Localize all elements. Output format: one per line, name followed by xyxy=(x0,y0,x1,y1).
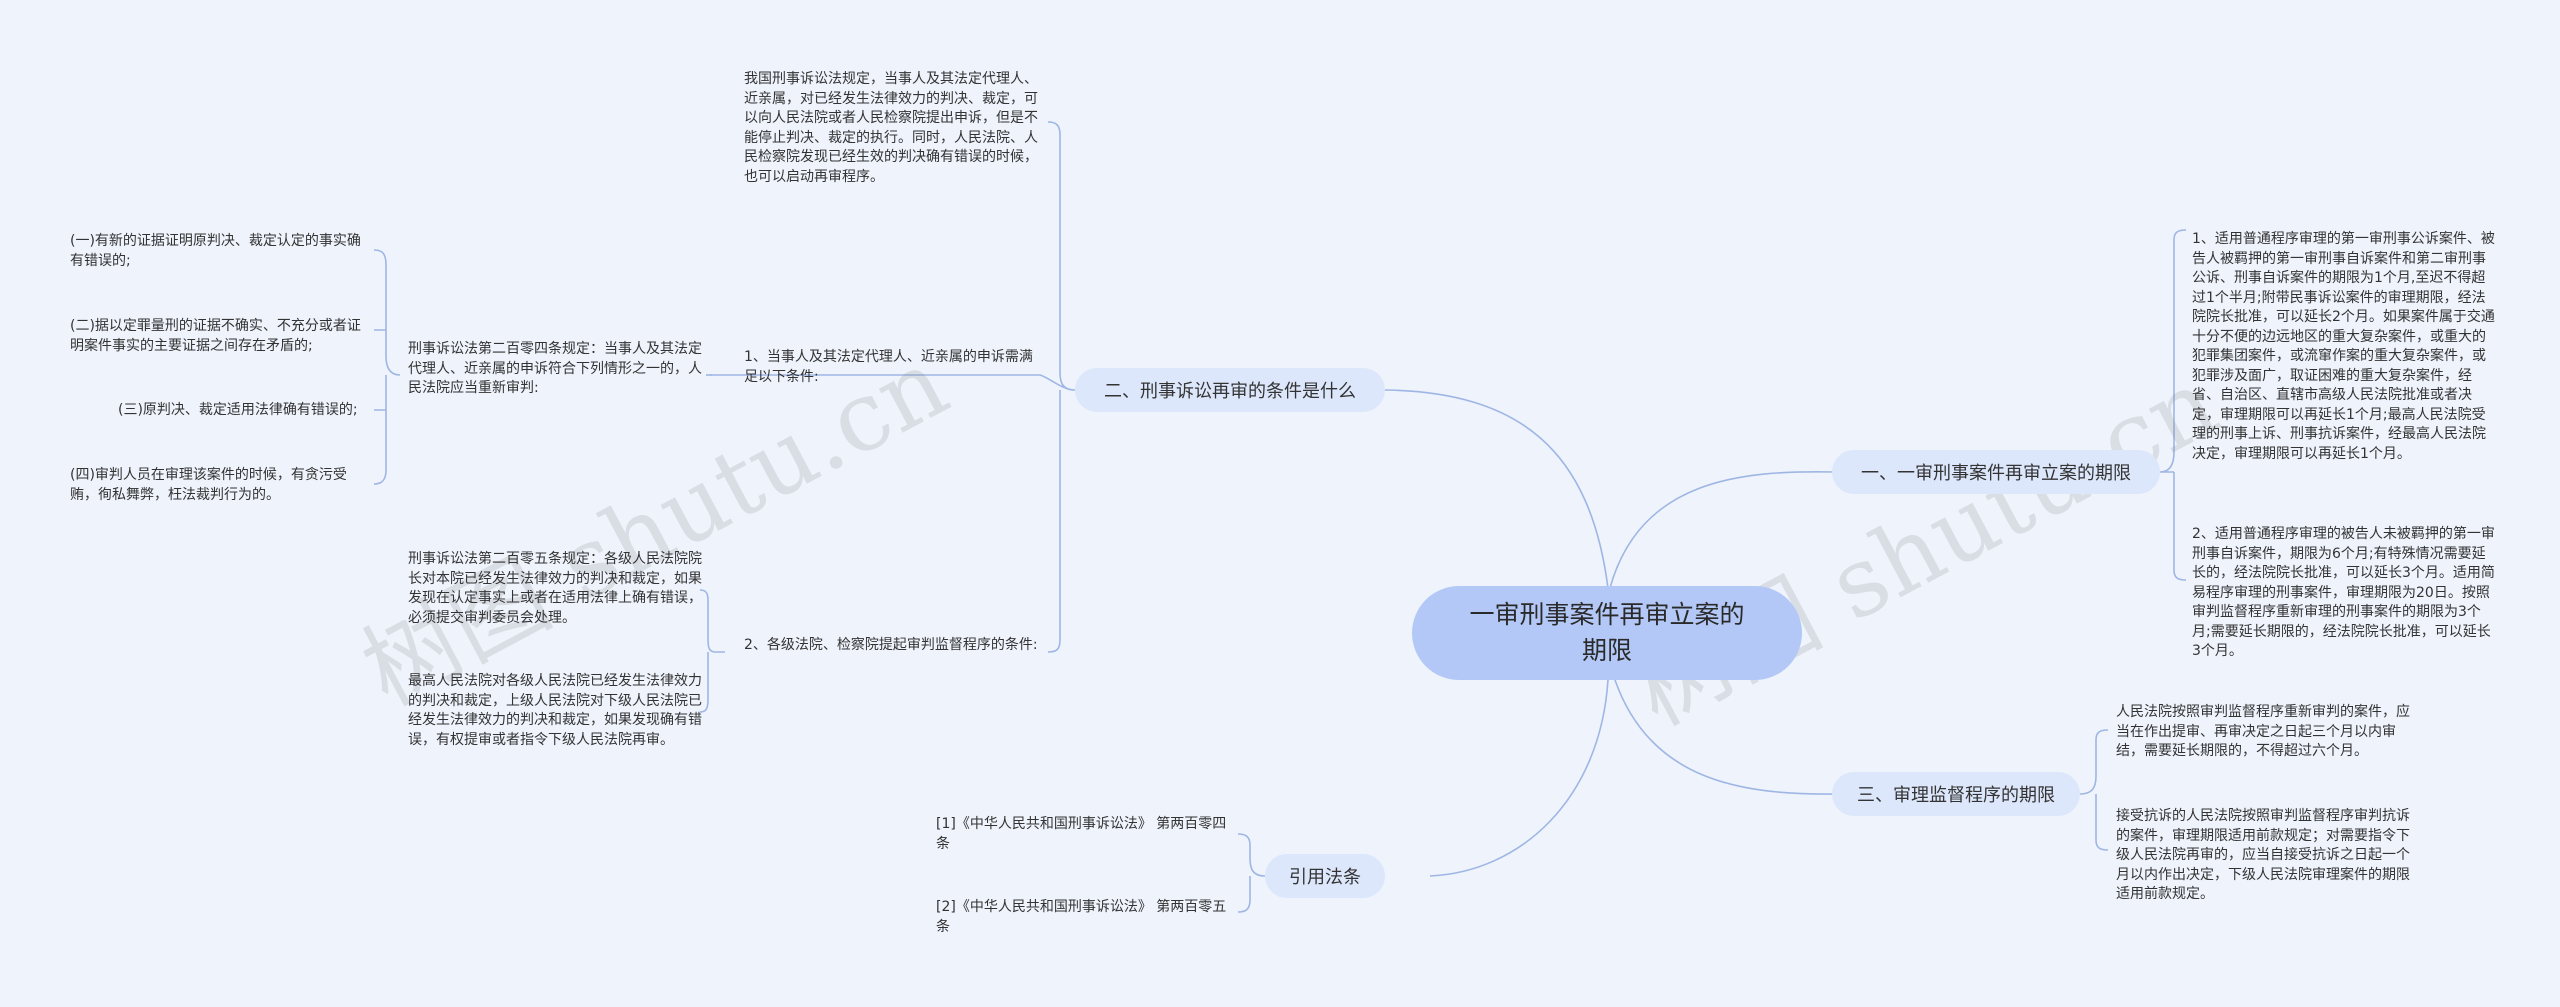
root-title: 一审刑事案件再审立案的期限 xyxy=(1469,600,1745,665)
b2-item-3[interactable]: (三)原判决、裁定适用法律确有错误的; xyxy=(118,402,358,418)
link-root-b2 xyxy=(1384,389,1609,589)
root-topic[interactable]: 一审刑事案件再审立案的期限 xyxy=(1412,586,1802,680)
b2-item-1[interactable]: (一)有新的证据证明原判决、裁定认定的事实确有错误的; xyxy=(70,233,361,269)
b4-leaf-2[interactable]: [2]《中华人民共和国刑事诉讼法》 第两百零五条 xyxy=(936,899,1227,935)
branch-b3[interactable]: 三、审理监督程序的期限 xyxy=(1832,772,2080,816)
branch-b3-label: 三、审理监督程序的期限 xyxy=(1857,785,2055,806)
branch-b4-label: 引用法条 xyxy=(1289,867,1361,888)
b4-leaf-1[interactable]: [1]《中华人民共和国刑事诉讼法》 第两百零四条 xyxy=(936,816,1227,852)
link-b1-bracket xyxy=(2159,229,2187,581)
link-root-b1 xyxy=(1609,470,1836,589)
b2-leaf-c2[interactable]: 2、各级法院、检察院提起审判监督程序的条件: xyxy=(744,637,1038,653)
branch-b4[interactable]: 引用法条 xyxy=(1265,854,1385,898)
link-c2-items xyxy=(699,589,725,713)
link-b3-bracket xyxy=(2079,729,2109,851)
link-law-items xyxy=(373,249,401,485)
branch-b2[interactable]: 二、刑事诉讼再审的条件是什么 xyxy=(1075,368,1385,412)
b3-leaf-1[interactable]: 人民法院按照审判监督程序重新审判的案件，应当在作出提审、再审决定之日起三个月以内… xyxy=(2116,704,2410,759)
b2-leaf-c1[interactable]: 1、当事人及其法定代理人、近亲属的申诉需满足以下条件: xyxy=(744,349,1033,385)
link-b2-bracket xyxy=(710,121,1076,653)
b3-leaf-2[interactable]: 接受抗诉的人民法院按照审判监督程序审判抗诉的案件，审理期限适用前款规定；对需要指… xyxy=(2116,808,2410,902)
b2-item-4[interactable]: (四)审判人员在审理该案件的时候，有贪污受贿，徇私舞弊，枉法裁判行为的。 xyxy=(70,467,347,503)
link-root-b4 xyxy=(1429,679,1609,877)
b2-item-2[interactable]: (二)据以定罪量刑的证据不确实、不充分或者证明案件事实的主要证据之间存在矛盾的; xyxy=(70,318,361,354)
branch-b2-label: 二、刑事诉讼再审的条件是什么 xyxy=(1104,381,1356,402)
branch-b1-label: 一、一审刑事案件再审立案的期限 xyxy=(1861,463,2131,484)
link-root-b3 xyxy=(1614,679,1836,795)
b2-leaf-c1-law[interactable]: 刑事诉讼法第二百零四条规定：当事人及其法定代理人、近亲属的申诉符合下列情形之一的… xyxy=(408,341,702,396)
branch-b1[interactable]: 一、一审刑事案件再审立案的期限 xyxy=(1832,450,2160,494)
b1-leaf-1[interactable]: 1、适用普通程序审理的第一审刑事公诉案件、被告人被羁押的第一审刑事自诉案件和第二… xyxy=(2192,231,2495,462)
b2-leaf-c2-b[interactable]: 最高人民法院对各级人民法院已经发生法律效力的判决和裁定，上级人民法院对下级人民法… xyxy=(408,673,702,748)
b2-leaf-c2-a[interactable]: 刑事诉讼法第二百零五条规定：各级人民法院院长对本院已经发生法律效力的判决和裁定，… xyxy=(408,551,702,626)
link-b4-bracket xyxy=(1237,833,1266,913)
b1-leaf-2[interactable]: 2、适用普通程序审理的被告人未被羁押的第一审刑事自诉案件，期限为6个月;有特殊情… xyxy=(2192,526,2495,659)
b2-leaf-top[interactable]: 我国刑事诉讼法规定，当事人及其法定代理人、近亲属，对已经发生法律效力的判决、裁定… xyxy=(744,71,1038,185)
